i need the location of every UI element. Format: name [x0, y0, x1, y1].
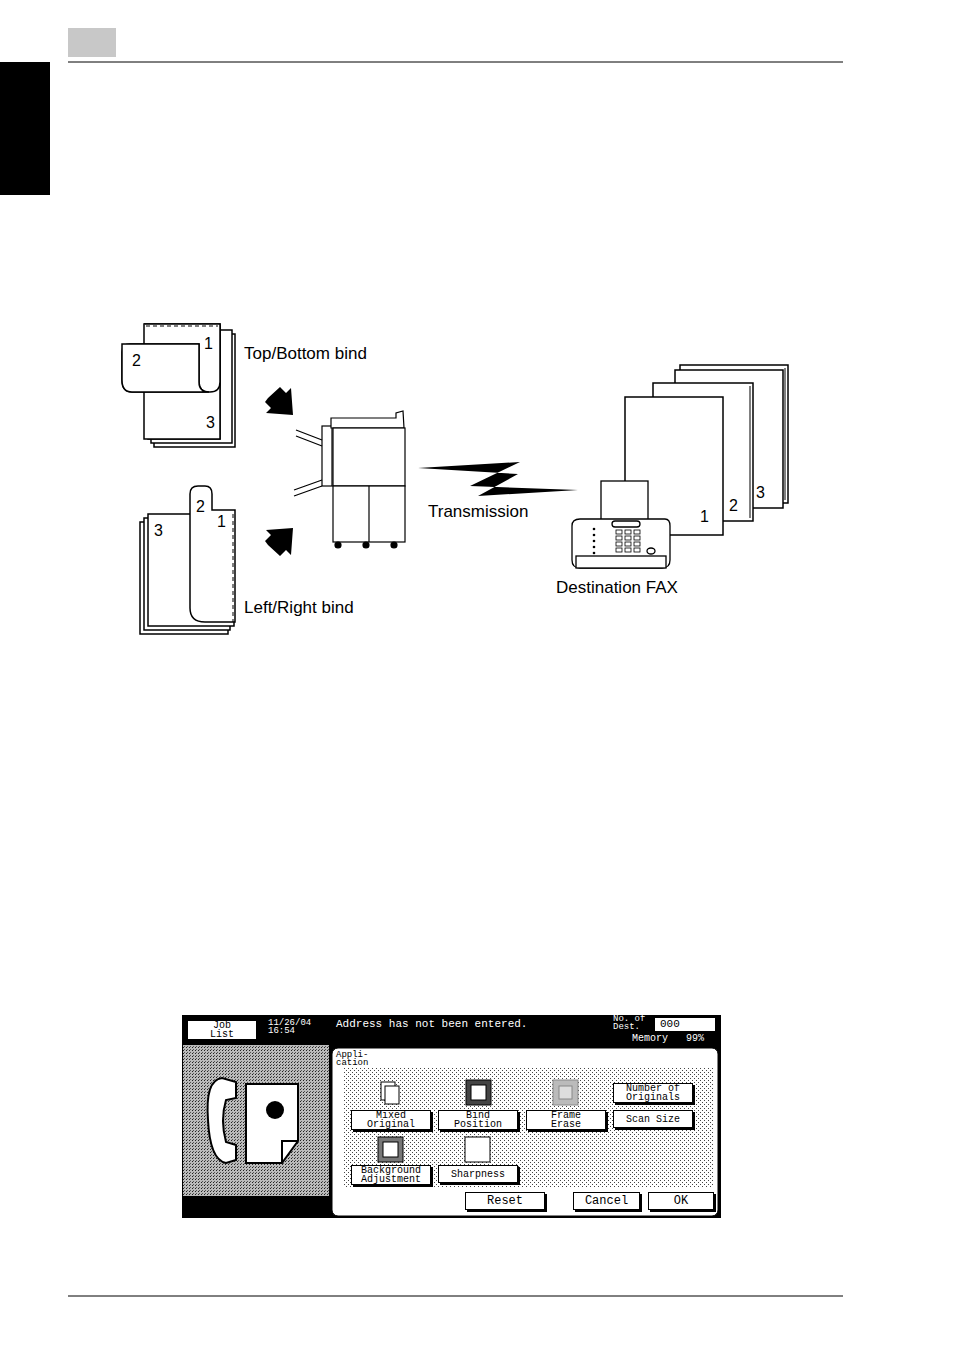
button-label: OK: [674, 1195, 688, 1207]
memory-value: 99%: [686, 1033, 704, 1045]
date-time: 11/26/04 16:54: [268, 1019, 320, 1035]
page-number: 2: [132, 352, 141, 370]
button-label: Mixed Original: [361, 1111, 421, 1129]
button-label: Background Adjustment: [356, 1166, 426, 1184]
button-label: Scan Size: [626, 1115, 680, 1124]
job-list-button: Job List: [187, 1020, 257, 1040]
dest-count-caption: No. of Dest.: [613, 1015, 653, 1031]
mixed-original-button: Mixed Original: [351, 1110, 431, 1130]
bind-position-button: Bind Position: [438, 1110, 518, 1130]
scan-size-button: Scan Size: [613, 1110, 693, 1128]
page-number: 3: [756, 484, 765, 502]
background-adjustment-button: Background Adjustment: [351, 1165, 431, 1185]
button-label: Frame Erase: [536, 1111, 596, 1129]
destination-label: Destination FAX: [556, 578, 678, 598]
memory-caption: Memory: [632, 1033, 668, 1045]
button-label: Number of Originals: [618, 1084, 688, 1102]
transmission-label: Transmission: [428, 502, 528, 522]
bind-label: Left/Right bind: [244, 598, 354, 618]
sharpness-button: Sharpness: [438, 1165, 518, 1183]
button-label: Cancel: [585, 1195, 628, 1207]
button-label: Bind Position: [448, 1111, 508, 1129]
status-message: Address has not been entered.: [336, 1018, 527, 1031]
ok-button: OK: [648, 1192, 714, 1210]
frame-erase-button: Frame Erase: [526, 1110, 606, 1130]
button-label: Sharpness: [451, 1170, 505, 1179]
bind-label: Top/Bottom bind: [244, 344, 367, 364]
panel-title: Appli- cation: [336, 1051, 372, 1067]
page-number: 2: [729, 497, 738, 515]
page-number: 2: [196, 498, 205, 516]
dest-count: 000: [660, 1018, 680, 1031]
button-label: Job List: [202, 1021, 242, 1039]
cancel-button: Cancel: [573, 1192, 640, 1210]
page-number: 3: [154, 522, 163, 540]
page-number: 1: [217, 513, 226, 531]
button-label: Reset: [487, 1195, 523, 1207]
page-number: 1: [204, 335, 213, 353]
page-number: 1: [700, 508, 709, 526]
page-number: 3: [206, 414, 215, 432]
reset-button: Reset: [465, 1192, 545, 1210]
number-of-originals-button: Number of Originals: [613, 1083, 693, 1103]
